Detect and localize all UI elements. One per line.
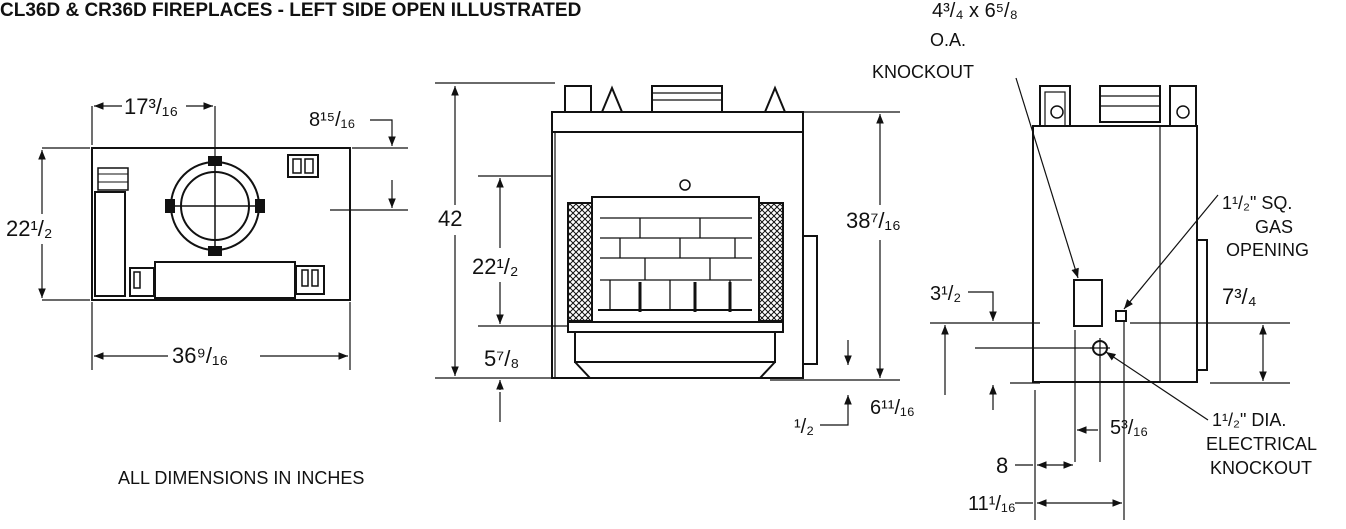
front-view (435, 82, 900, 426)
dim-top-right-offset: 8¹⁵/₁₆ (309, 109, 356, 131)
gas-opening-label-line2: GAS (1255, 217, 1294, 237)
side-body (1032, 125, 1198, 383)
top-view (38, 102, 408, 370)
dim-electrical-height: 6¹¹/₁₆ (870, 397, 915, 419)
firebox-opening (591, 196, 760, 323)
units-note: ALL DIMENSIONS IN INCHES (118, 468, 365, 488)
oa-knockout-label-line1: O.A. (930, 30, 967, 50)
drawing-title: CL36D & CR36D FIREPLACES - LEFT SIDE OPE… (0, 0, 582, 21)
dim-electrical-from-front: 8 (996, 453, 1009, 478)
gas-opening-label-line1: 1¹/₂" SQ. (1222, 193, 1293, 213)
dim-base-height: 5⁷/₈ (484, 346, 520, 371)
dim-knockout-top-offset: 3¹/₂ (930, 283, 962, 305)
front-top-vent (651, 85, 723, 113)
electrical-knockout-label-line1: 1¹/₂" DIA. (1212, 410, 1287, 430)
oa-knockout-label-line2: KNOCKOUT (872, 62, 975, 82)
left-refractory (567, 202, 593, 322)
dim-opening-height: 22¹/₂ (472, 254, 519, 279)
dim-electrical-offset: 5³/₁₆ (1110, 417, 1149, 439)
front-top-collar-left (564, 85, 592, 113)
dim-base-offset: ¹/₂ (794, 416, 814, 438)
oa-knockout-size: 4³/₄ x 6⁵/₈ (932, 0, 1018, 22)
dim-top-width: 17³/₁₆ (124, 94, 179, 119)
electrical-knockout-label-line3: KNOCKOUT (1210, 458, 1313, 478)
dim-gas-from-front: 11¹/₁₆ (968, 493, 1016, 515)
gas-opening (1115, 310, 1127, 322)
right-refractory (758, 202, 784, 322)
dim-gas-height: 7³/₄ (1222, 284, 1257, 309)
side-view (930, 77, 1290, 520)
gas-opening-label-line3: OPENING (1226, 240, 1310, 260)
dim-front-height: 42 (438, 206, 463, 231)
top-view-outline (91, 147, 351, 301)
dim-overall-width: 36⁹/₁₆ (172, 343, 229, 368)
dim-hood-height: 38⁷/₁₆ (846, 208, 901, 233)
electrical-knockout-label-line2: ELECTRICAL (1206, 434, 1318, 454)
oa-knockout (1073, 279, 1103, 327)
dim-top-depth: 22¹/₂ (6, 216, 53, 241)
